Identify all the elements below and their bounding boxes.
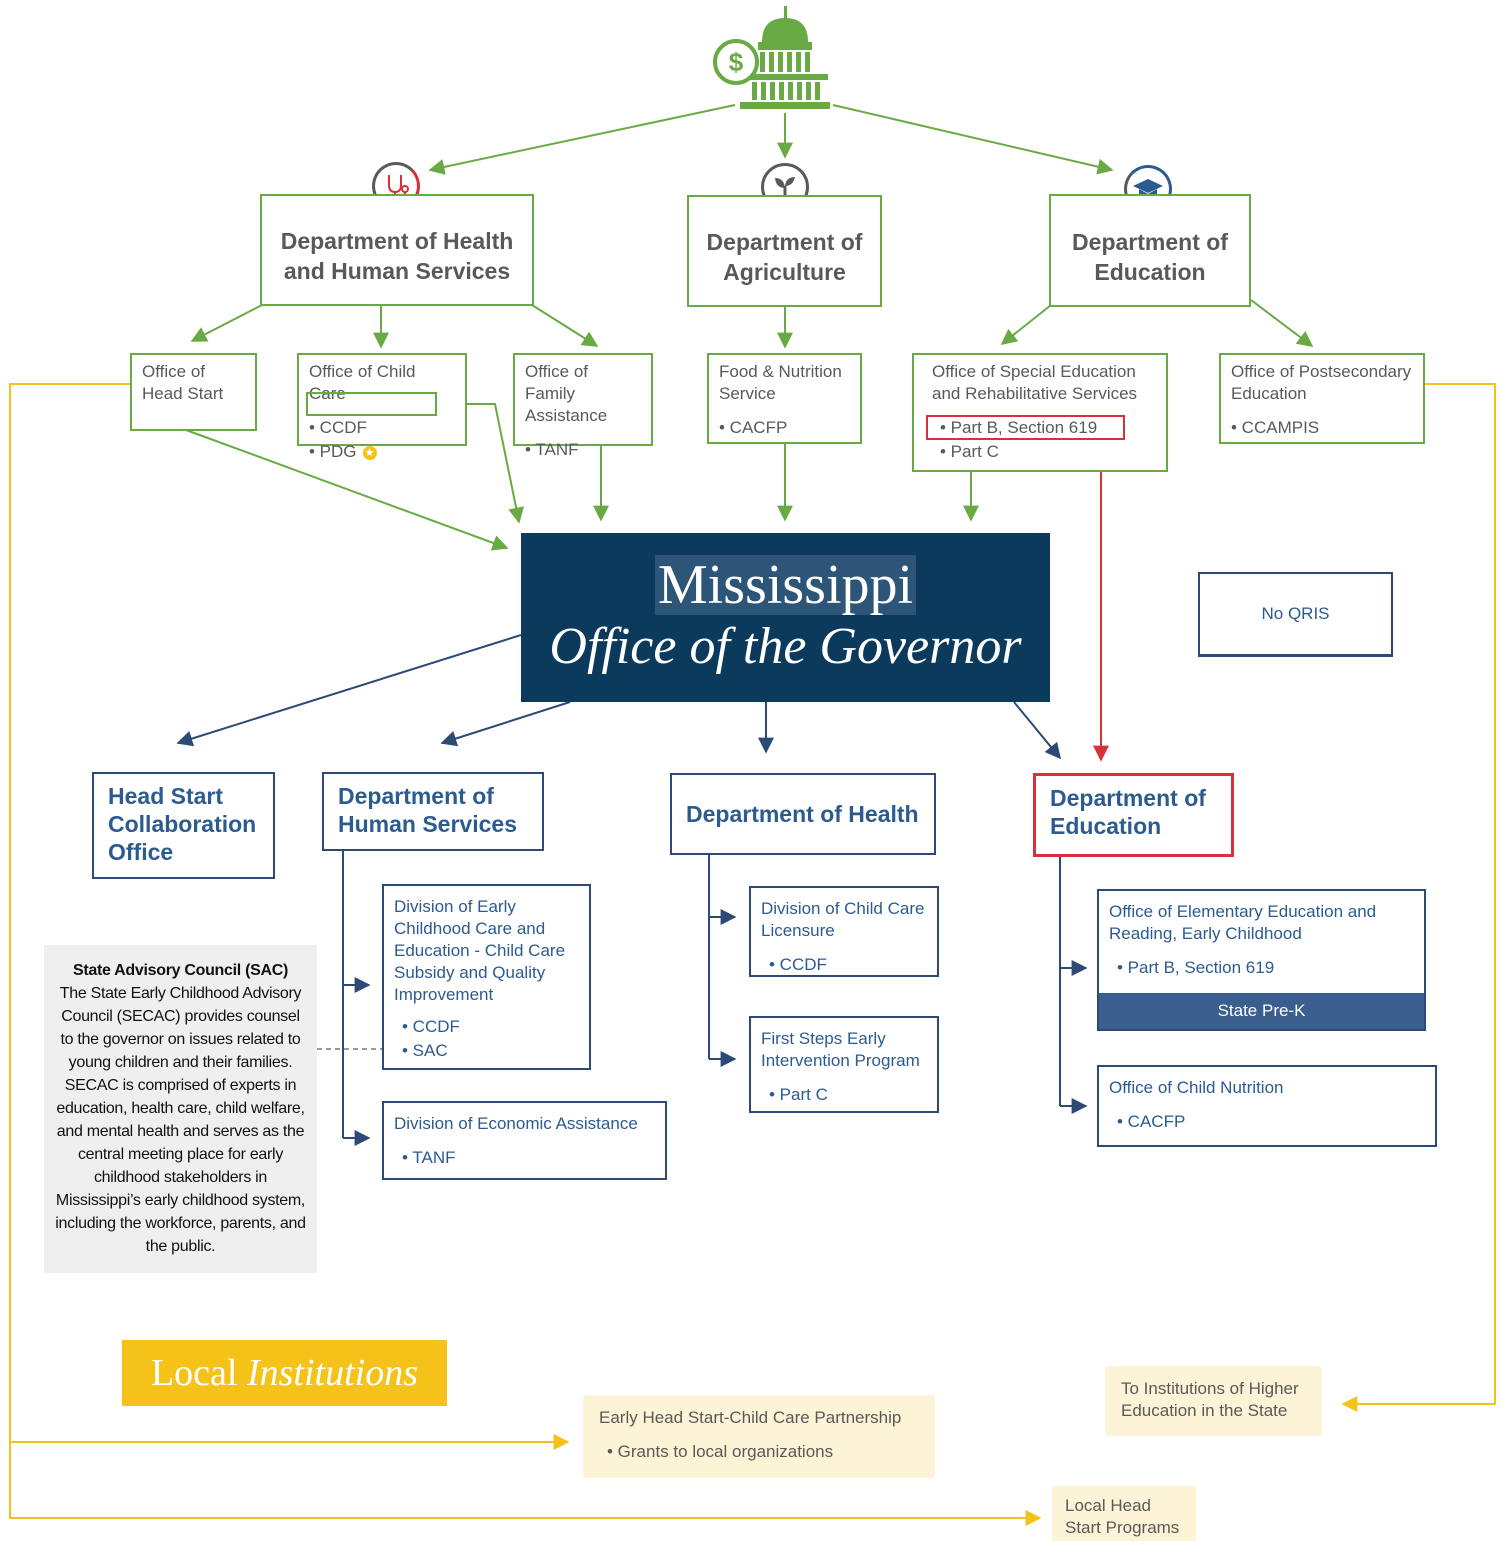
tanf-item: • TANF [402,1148,456,1167]
part-c-item: • Part C [940,442,999,461]
office-title: Office of Head Start [142,362,224,403]
division-early-childhood: Division of Early Childhood Care and Edu… [382,884,591,1070]
early-head-start-partnership: Early Head Start-Child Care Partnership … [583,1395,935,1478]
state-department-of-health: Department of Health [670,773,936,855]
federal-education-box: Department of Education [1049,194,1251,307]
local-target-title: Local Head Start Programs [1065,1496,1180,1537]
office-of-head-start: Office of Head Start [130,353,257,431]
state-department-of-human-services: Department of Human Services [322,772,544,851]
star-icon: ★ [362,445,377,460]
state-agency-title: Department of Human Services [338,783,517,837]
governor-office-title: Office of the Governor [549,618,1022,675]
state-pre-k-band: State Pre-K [1099,993,1424,1029]
part-c-item: • Part C [769,1085,828,1104]
ccdf-item: • CCDF [309,418,367,437]
institutions-word: Institutions [246,1352,419,1394]
state-agency-title: Department of Education [1050,785,1206,839]
first-steps-early-intervention: First Steps Early Intervention Program •… [749,1016,939,1113]
division-title: Office of Child Nutrition [1109,1078,1284,1097]
state-agency-title: Head Start Collaboration Office [108,783,257,865]
office-title: Food & Nutrition Service [719,362,842,403]
federal-hhs-box: Department of Health and Human Services [260,194,534,306]
office-of-child-care: Office of Child Care • CCDF • PDG★ [297,353,467,461]
grants-item: • Grants to local organizations [607,1442,834,1461]
sac-body: The State Early Childhood Advisory Counc… [55,985,306,1255]
capitol-building-dollar-icon: $ [712,6,832,110]
state-advisory-council-note: State Advisory Council (SAC) The State E… [44,945,317,1273]
ccdf-item: • CCDF [769,955,827,974]
cacfp-item: • CACFP [1117,1112,1186,1131]
sac-title: State Advisory Council (SAC) [72,962,289,979]
office-title: Office of Postsecondary Education [1231,362,1412,403]
local-target-title: Early Head Start-Child Care Partnership [599,1408,902,1427]
federal-agriculture-box: Department of Agriculture [687,195,882,307]
office-of-the-governor: Mississippi Office of the Governor [521,533,1050,702]
ccdf-item: • CCDF [402,1017,460,1036]
part-b-item: • Part B, Section 619 [940,418,1098,437]
local-institutions-banner: Local Institutions [122,1340,447,1406]
food-nutrition-service: Food & Nutrition Service • CACFP [707,353,862,444]
pdg-item: • PDG★ [309,441,455,463]
governor-state-name: Mississippi [654,555,917,615]
cacfp-item: • CACFP [719,418,788,437]
sac-item: • SAC [402,1041,448,1060]
division-economic-assistance: Division of Economic Assistance • TANF [382,1101,667,1180]
tanf-item: • TANF [525,440,579,459]
federal-education-title: Department of Education [1072,228,1228,285]
office-title: Office of Family Assistance [525,362,608,425]
head-start-collaboration-office: Head Start Collaboration Office [92,772,275,879]
division-title: First Steps Early Intervention Program [761,1029,920,1070]
part-b-item: • Part B, Section 619 [1117,958,1275,977]
federal-hhs-title: Department of Health and Human Services [280,228,514,284]
office-child-nutrition: Office of Child Nutrition • CACFP [1097,1065,1437,1147]
qris-box: No QRIS [1198,572,1393,657]
institutions-higher-education: To Institutions of Higher Education in t… [1105,1366,1322,1436]
office-of-family-assistance: Office of Family Assistance • TANF [513,353,653,459]
division-title: Division of Economic Assistance [394,1114,638,1133]
office-of-postsecondary-education: Office of Postsecondary Education • CCAM… [1219,353,1425,444]
ccampis-item: • CCAMPIS [1231,418,1320,437]
division-child-care-licensure: Division of Child Care Licensure • CCDF [749,886,939,977]
office-of-special-education: Office of Special Education and Rehabili… [912,353,1168,472]
division-title: Division of Child Care Licensure [761,899,925,940]
svg-text:$: $ [729,47,744,77]
division-title: Office of Elementary Education and Readi… [1109,902,1377,943]
local-head-start-programs: Local Head Start Programs [1052,1486,1196,1541]
federal-agriculture-title: Department of Agriculture [706,229,863,285]
part-b-highlight [926,415,1125,440]
division-title: Division of Early Childhood Care and Edu… [394,897,566,1004]
state-agency-title: Department of Health [686,801,919,827]
office-title: Office of Special Education and Rehabili… [932,362,1138,403]
office-elementary-education: Office of Elementary Education and Readi… [1097,889,1426,1031]
ccdf-highlight [306,392,437,416]
qris-text: No QRIS [1261,604,1330,623]
local-target-title: To Institutions of Higher Education in t… [1121,1379,1299,1420]
local-word: Local [150,1352,238,1394]
state-department-of-education: Department of Education [1033,773,1234,857]
